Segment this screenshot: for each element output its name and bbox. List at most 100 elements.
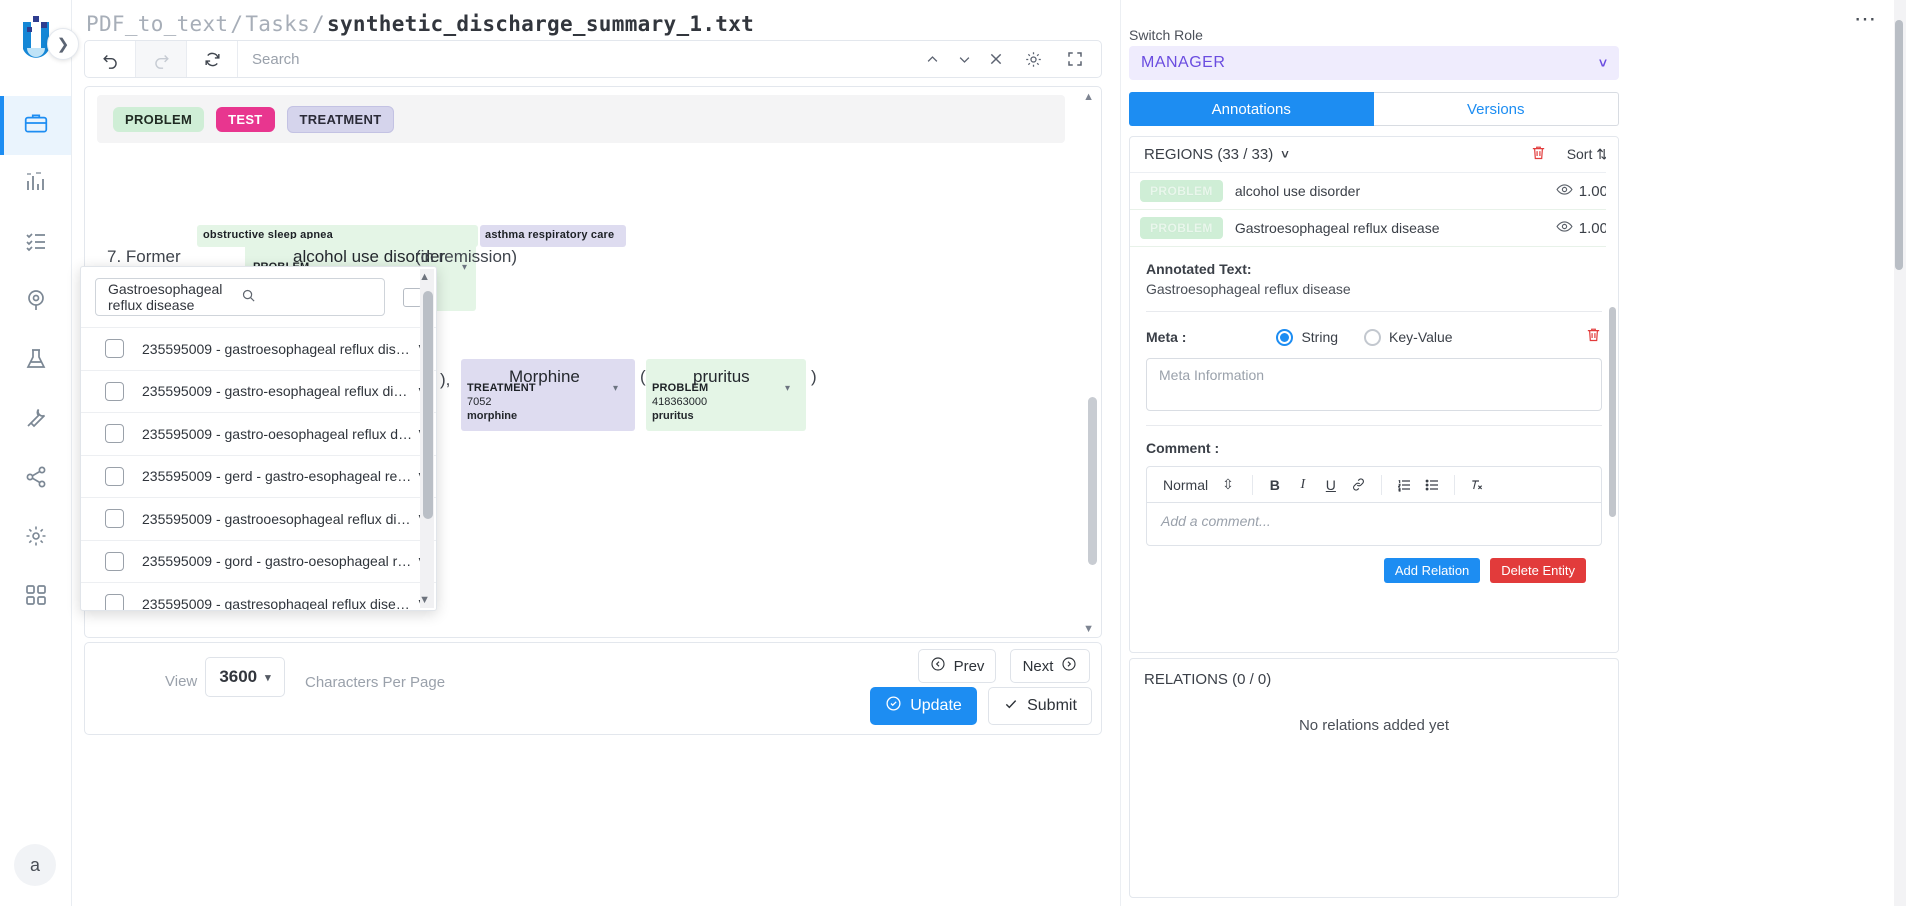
clear-format-icon[interactable] [1465,473,1489,497]
close-icon[interactable] [981,44,1011,74]
option-checkbox[interactable] [105,509,124,529]
italic-icon[interactable]: I [1300,476,1306,492]
refresh-icon[interactable] [187,41,237,77]
undo-icon[interactable] [85,41,135,77]
list-item[interactable]: 235595009 - gord - gastro-oesophageal re… [81,539,436,583]
scroll-down-icon[interactable]: ▼ [1083,623,1094,635]
sidebar-item-tasks[interactable] [0,214,71,273]
scroll-down-icon[interactable]: ▼ [419,594,430,606]
view-label: View [165,673,198,690]
option-checkbox[interactable] [105,424,124,444]
sidebar-item-apps[interactable] [0,568,71,627]
trash-icon[interactable] [1530,144,1547,166]
scroll-up-icon[interactable]: ▲ [1083,91,1094,103]
breadcrumb-project[interactable]: PDF_to_text [86,12,229,36]
chevron-right-icon[interactable]: ❯ [47,28,79,60]
toolbar-divider [1380,474,1382,495]
next-button[interactable]: Next [1010,649,1090,683]
option-checkbox[interactable] [105,466,124,486]
ordered-list-icon[interactable] [1392,473,1416,497]
legend-chip-problem[interactable]: PROBLEM [113,106,205,132]
option-checkbox[interactable] [105,381,124,401]
dropdown-header: Gastroesophageal reflux disease [81,267,436,327]
prev-button[interactable]: Prev [918,649,996,683]
chevron-up-icon[interactable] [917,44,947,74]
underline-icon[interactable]: U [1325,476,1336,493]
role-select[interactable]: MANAGER ˅ [1129,46,1619,80]
meta-type-string-radio[interactable] [1276,328,1294,346]
toolbar-divider-3 [237,41,238,77]
comment-input[interactable]: Add a comment... [1161,513,1271,529]
delete-entity-button[interactable]: Delete Entity [1490,558,1586,583]
list-item[interactable]: 235595009 - gastroesophageal reflux dise… [81,327,436,370]
list-item[interactable]: 235595009 - gastrooesophageal reflux dis… [81,497,436,540]
bold-icon[interactable]: B [1269,476,1280,493]
panel-scrollbar[interactable] [1606,137,1618,652]
breadcrumb-section[interactable]: Tasks [245,12,311,36]
scroll-up-icon[interactable]: ▲ [419,271,430,283]
sidebar-item-analytics[interactable] [0,155,71,214]
comment-editor: Normal ⇳ B I U [1146,466,1602,546]
sort-button[interactable]: Sort ⇅ [1567,146,1608,163]
redo-icon[interactable] [136,41,186,77]
table-row[interactable]: PROBLEM alcohol use disorder 1.00 [1130,173,1618,210]
link-icon[interactable] [1347,473,1371,497]
chevron-down-icon[interactable]: ˅ [1281,147,1289,162]
sidebar-item-tools[interactable] [0,391,71,450]
trash-icon[interactable] [1585,326,1602,348]
sidebar-item-settings[interactable] [0,509,71,568]
sidebar-item-share[interactable] [0,450,71,509]
bullet-list-icon[interactable] [1420,473,1444,497]
chevron-down-icon[interactable] [949,44,979,74]
fullscreen-icon[interactable] [1055,44,1095,74]
table-row[interactable]: PROBLEM Gastroesophageal reflux disease … [1130,210,1618,247]
sidebar-item-experiments[interactable] [0,332,71,391]
annotated-text-label: Annotated Text: [1146,261,1252,277]
list-item[interactable]: 235595009 - gastro-esophageal reflux dis… [81,369,436,413]
annotation-span[interactable] [461,359,635,431]
avatar[interactable]: a [14,844,56,886]
option-checkbox[interactable] [105,594,124,610]
right-panel-scroll-thumb[interactable] [1895,20,1903,270]
format-select[interactable]: Normal ⇳ [1155,476,1242,493]
tab-versions[interactable]: Versions [1373,92,1619,126]
circle-right-icon [1061,656,1077,676]
eye-icon[interactable] [1556,183,1573,199]
right-panel-scrollbar[interactable] [1894,0,1906,906]
list-item[interactable]: 235595009 - gastro-oesophageal reflux di… [81,412,436,455]
app-logo-icon[interactable] [13,14,59,70]
update-button[interactable]: Update [870,687,977,725]
option-label: 235595009 - gord - gastro-oesophageal re… [142,553,413,570]
tasks-icon [24,229,48,258]
submit-button[interactable]: Submit [988,687,1092,725]
gear-icon[interactable] [1013,44,1053,74]
document-scroll-thumb[interactable] [1088,397,1097,565]
meta-information-input[interactable]: Meta Information [1146,358,1602,411]
sidebar-item-models[interactable] [0,273,71,332]
annotation-span[interactable] [480,225,626,247]
option-checkbox[interactable] [105,339,124,359]
more-horizontal-icon[interactable]: ⋯ [1854,6,1878,31]
annotation-span[interactable] [646,359,806,431]
panel-scroll-thumb[interactable] [1609,307,1616,517]
comment-label: Comment : [1146,440,1220,456]
add-relation-button[interactable]: Add Relation [1383,558,1481,583]
concept-search-input[interactable]: Gastroesophageal reflux disease [95,278,385,316]
chars-per-page-select[interactable]: 3600 ▾ [205,657,285,697]
chevron-down-icon[interactable]: ▾ [613,383,619,394]
option-checkbox[interactable] [105,551,124,571]
right-panel: ⋯ Switch Role MANAGER ˅ Annotations Vers… [1120,0,1908,906]
dropdown-scroll-thumb[interactable] [423,291,433,519]
list-item[interactable]: 235595009 - gastresophageal reflux disea… [81,582,436,610]
tab-annotations[interactable]: Annotations [1129,92,1374,126]
list-item[interactable]: 235595009 - gerd - gastro-esophageal ref… [81,454,436,498]
sidebar-item-projects[interactable] [0,96,71,155]
legend-chip-treatment[interactable]: TREATMENT [286,105,395,133]
chevron-down-icon[interactable]: ▾ [462,262,468,273]
chevron-down-icon[interactable]: ▾ [785,383,791,394]
legend-chip-test[interactable]: TEST [216,106,275,132]
update-label: Update [910,697,962,714]
search-input[interactable]: Search [252,50,300,68]
meta-type-keyvalue-radio[interactable] [1364,328,1382,346]
eye-icon[interactable] [1556,220,1573,236]
